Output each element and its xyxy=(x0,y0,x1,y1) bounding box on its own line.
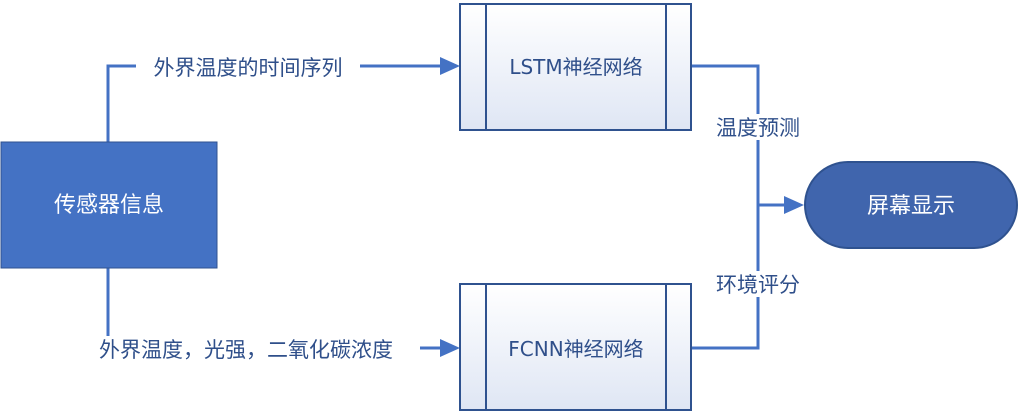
display-node: 屏幕显示 xyxy=(804,161,1018,249)
sensor-box xyxy=(0,141,218,269)
lstm-label: LSTM神经网络 xyxy=(509,55,642,79)
fcnn-box xyxy=(459,283,692,411)
lstm-box xyxy=(459,3,692,131)
sensor-node: 传感器信息 xyxy=(0,141,218,269)
connector-lstm-to-display xyxy=(691,64,760,205)
edge-label-multi-input: 外界温度，光强，二氧化碳浓度 xyxy=(99,338,393,362)
fcnn-node: FCNN神经网络 xyxy=(459,283,692,411)
connector-fcnn-to-display xyxy=(691,205,760,350)
arrowhead-to-fcnn xyxy=(440,339,460,357)
top-input-label-bg xyxy=(136,54,360,80)
lstm-output-label-bg xyxy=(706,114,810,140)
edge-label-temperature-prediction: 温度预测 xyxy=(716,116,800,140)
arrowhead-to-lstm xyxy=(440,57,460,75)
fcnn-output-label-bg xyxy=(706,271,810,297)
edge-label-environment-score: 环境评分 xyxy=(716,273,800,297)
arrowhead-to-display xyxy=(784,196,804,214)
bottom-input-label-bg xyxy=(72,336,420,362)
fcnn-label: FCNN神经网络 xyxy=(508,337,643,361)
display-label: 屏幕显示 xyxy=(867,194,955,219)
display-box xyxy=(804,161,1018,249)
lstm-node: LSTM神经网络 xyxy=(459,3,692,131)
edge-label-time-series: 外界温度的时间序列 xyxy=(154,56,343,80)
sensor-label: 传感器信息 xyxy=(54,193,164,218)
